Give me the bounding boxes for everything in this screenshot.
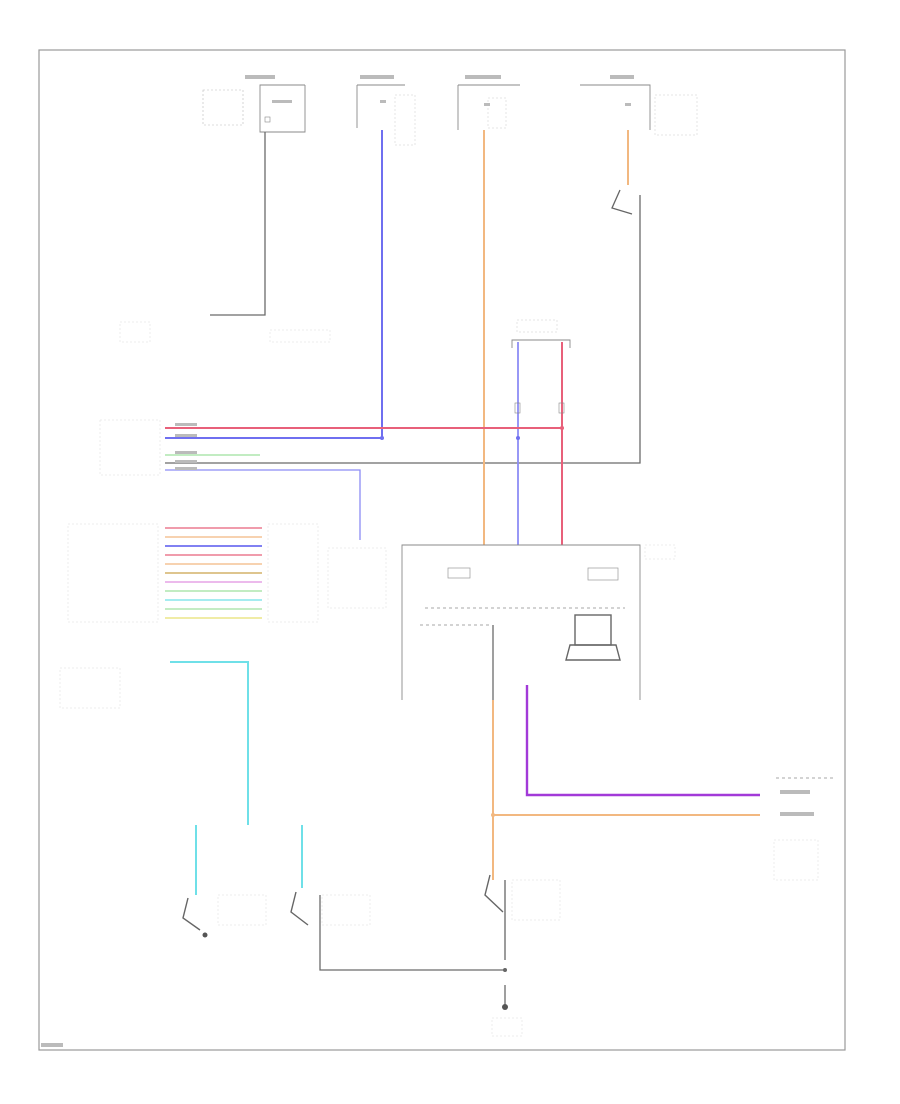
diagram-frame <box>38 49 846 1051</box>
purple-wire <box>525 685 760 797</box>
output-harness <box>67 523 319 623</box>
fuse-box-4 <box>580 75 698 136</box>
module-relay <box>447 567 471 579</box>
lavender-wire <box>165 469 361 540</box>
blue-wire-main <box>165 130 383 439</box>
cyan-wire-sensor <box>170 661 249 825</box>
fuse-box-3 <box>457 75 520 130</box>
black-wire-left-top <box>210 132 266 316</box>
control-module <box>401 544 641 700</box>
right-terminal-block <box>773 777 836 881</box>
diagram-id-mark <box>41 1043 63 1047</box>
fuse-box-2 <box>356 75 416 146</box>
junction-dots <box>380 426 564 972</box>
seat-belt-switch-icon <box>484 874 508 1010</box>
black-wire-right <box>165 195 641 464</box>
buzzer-icon <box>565 614 621 661</box>
fuel-switch-icon <box>611 189 633 215</box>
module-timer <box>587 567 619 581</box>
mid-switch-icon <box>290 891 309 926</box>
label-placeholders <box>59 321 676 1037</box>
fuse-box-1 <box>202 75 306 133</box>
connector-list-upper <box>99 419 197 476</box>
combination-meter-connector <box>511 319 571 414</box>
black-wire-bottom <box>319 895 505 971</box>
left-switch-icon <box>182 897 208 938</box>
